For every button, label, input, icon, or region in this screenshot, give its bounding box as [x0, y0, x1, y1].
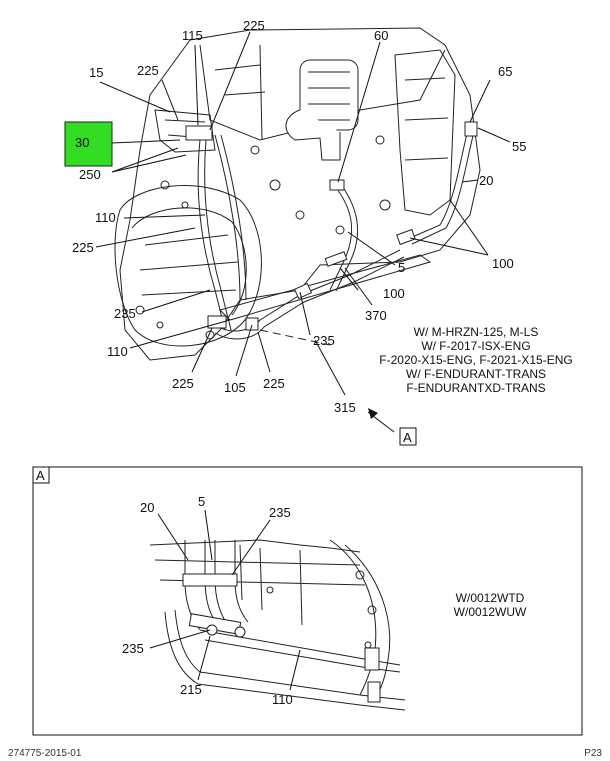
detail-frame	[32, 466, 583, 736]
detail-leader-lines	[149, 509, 301, 691]
highlight-box	[64, 121, 113, 167]
hose-routing	[185, 121, 478, 346]
applicability-line-1: W/ M-HRZN-125, M-LS	[414, 325, 539, 339]
callout-225-top: 225	[243, 18, 265, 33]
view-ref-label: A	[403, 430, 412, 445]
applicability-note: W/ M-HRZN-125, M-LS W/ F-2017-ISX-ENG F-…	[379, 325, 572, 395]
callout-225-bot1: 225	[172, 376, 194, 391]
detail-callout-235-left: 235	[122, 641, 144, 656]
engine-illustration	[114, 27, 481, 361]
callout-250: 250	[79, 167, 101, 182]
callout-105: 105	[224, 380, 246, 395]
callout-100-right: 100	[492, 256, 514, 271]
callout-110-upper: 110	[95, 210, 116, 225]
callout-110-lower: 110	[107, 344, 128, 359]
callout-65: 65	[498, 64, 512, 79]
callout-55: 55	[512, 139, 526, 154]
detail-label: A	[36, 468, 45, 483]
main-callouts: 115 225 60 15 225 65 30 55 250 20 110 22…	[72, 18, 526, 415]
applicability-line-2: W/ F-2017-ISX-ENG	[421, 339, 530, 353]
detail-callouts: 20 5 235 235 215 110	[122, 494, 293, 707]
detail-illustration	[149, 539, 406, 711]
detail-note-line-2: W/0012WUW	[454, 605, 527, 619]
callout-370: 370	[365, 308, 387, 323]
detail-note: W/0012WTD W/0012WUW	[454, 591, 527, 619]
detail-note-line-1: W/0012WTD	[456, 591, 525, 605]
footer-right: P23	[584, 748, 602, 759]
callout-5: 5	[398, 260, 405, 275]
detail-callout-5: 5	[198, 494, 205, 509]
applicability-line-4: W/ F-ENDURANT-TRANS	[406, 367, 546, 381]
leader-lines	[95, 31, 511, 433]
callout-225-bot2: 225	[263, 376, 285, 391]
applicability-line-5: F-ENDURANTXD-TRANS	[406, 381, 545, 395]
callout-315: 315	[334, 400, 356, 415]
footer-left: 274775-2015-01	[8, 748, 82, 759]
callout-30: 30	[75, 135, 89, 150]
callout-225-left: 225	[137, 63, 159, 78]
callout-235-mid: 235	[313, 333, 335, 348]
callout-60: 60	[374, 28, 388, 43]
detail-callout-20: 20	[140, 500, 154, 515]
detail-callout-110: 110	[272, 692, 293, 707]
view-ref-box	[399, 427, 417, 446]
detail-callout-215: 215	[180, 682, 202, 697]
callout-20: 20	[479, 173, 493, 188]
callout-235-left: 235	[114, 306, 136, 321]
callout-100-mid: 100	[383, 286, 405, 301]
callout-115: 115	[182, 28, 203, 43]
detail-label-box	[32, 466, 50, 484]
callout-225-mid: 225	[72, 240, 94, 255]
detail-callout-235-top: 235	[269, 505, 291, 520]
applicability-line-3: F-2020-X15-ENG, F-2021-X15-ENG	[379, 353, 572, 367]
callout-15: 15	[89, 65, 103, 80]
